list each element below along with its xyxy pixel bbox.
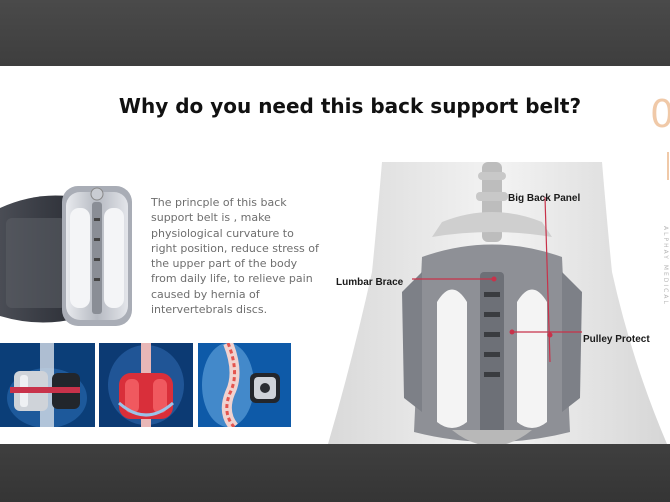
bottom-frame-band	[0, 444, 670, 502]
brand-vertical-text: ALPHAY MEDICAL	[662, 226, 669, 306]
callout-lumbar-brace: Lumbar Brace	[336, 277, 404, 288]
slide-title: Why do you need this back support belt?	[118, 94, 582, 118]
torso-brace-diagram	[328, 162, 667, 444]
accent-divider	[667, 152, 669, 180]
thumbnail-spine-front	[0, 343, 95, 427]
description-text: The princple of this back support belt i…	[151, 196, 319, 317]
top-frame-band	[0, 0, 670, 66]
callout-pulley-protect: Pulley Protect	[583, 334, 650, 345]
callout-big-back-panel: Big Back Panel	[508, 193, 581, 204]
belt-product-image	[0, 186, 132, 326]
thumbnail-spine-red	[99, 343, 193, 427]
thumbnail-spine-side	[198, 343, 291, 427]
page-number: 0	[650, 92, 670, 136]
slide: Why do you need this back support belt? …	[0, 66, 670, 444]
